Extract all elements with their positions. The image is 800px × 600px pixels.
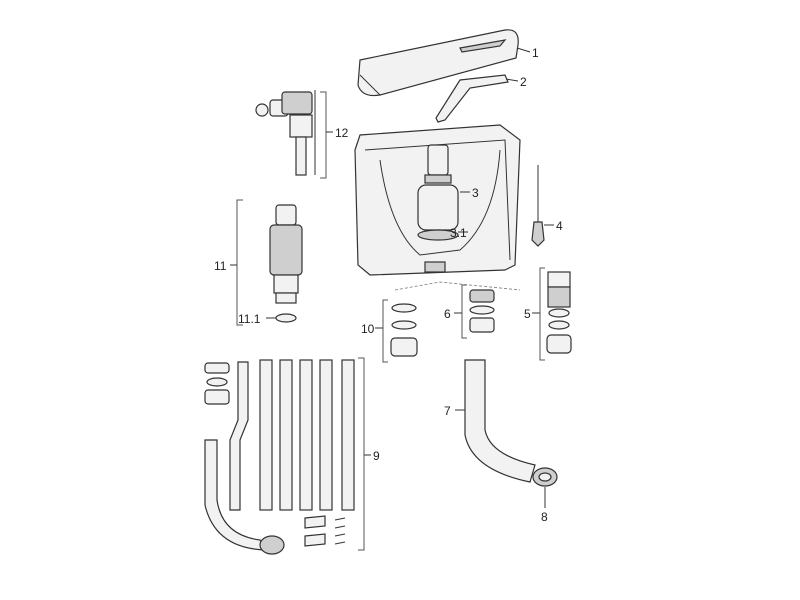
label-12: 12 [335, 126, 349, 140]
bracket-10 [382, 299, 388, 363]
leader-2 [505, 78, 519, 82]
part-2-actuator-lever[interactable] [435, 74, 509, 123]
part-3-flush-valve[interactable] [417, 144, 459, 241]
label-5: 5 [524, 307, 531, 321]
part-6-connector-set[interactable] [469, 289, 495, 333]
label-9: 9 [373, 449, 380, 463]
bracket-5 [539, 267, 545, 361]
label-3: 3 [472, 186, 479, 200]
label-2: 2 [520, 75, 527, 89]
bracket-9 [358, 357, 365, 551]
part-9-pipe-set[interactable] [204, 359, 355, 555]
label-7: 7 [444, 404, 451, 418]
label-11: 11 [214, 259, 227, 273]
part-4-rod[interactable] [531, 165, 545, 247]
part-8-pipe-connector[interactable] [532, 467, 558, 487]
assembly-guide-line [394, 281, 521, 291]
label-8: 8 [541, 510, 548, 524]
part-11-1-washer[interactable] [275, 313, 297, 323]
part-11-valve-assembly[interactable] [269, 204, 303, 304]
bracket-12 [320, 91, 327, 179]
bracket-11 [236, 199, 243, 326]
leader-1 [516, 47, 531, 53]
part-10-seal-set[interactable] [390, 303, 418, 357]
part-12-fill-valve[interactable] [255, 90, 316, 176]
bracket-6 [461, 284, 467, 339]
label-3-1: 3.1 [450, 226, 467, 240]
part-7-flush-bend[interactable] [464, 359, 536, 483]
label-1: 1 [532, 46, 539, 60]
label-11-1: 11.1 [238, 312, 261, 326]
label-6: 6 [444, 307, 451, 321]
label-10: 10 [361, 322, 375, 336]
part-5-fittings-set[interactable] [546, 271, 572, 354]
part-1-cistern-lid[interactable] [357, 29, 519, 97]
label-4: 4 [556, 219, 563, 233]
